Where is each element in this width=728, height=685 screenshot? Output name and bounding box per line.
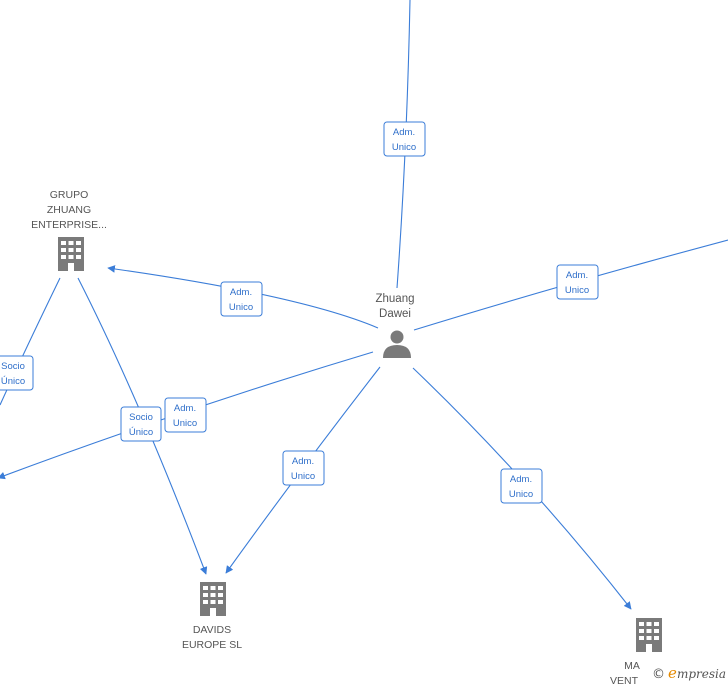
grupo-label-line-3: ENTERPRISE...: [31, 219, 107, 231]
edge-label-socio-mid: Socio Único: [120, 406, 162, 442]
svg-text:Unico: Unico: [509, 489, 533, 500]
company-node-grupo[interactable]: GRUPO ZHUANG ENTERPRISE...: [31, 189, 107, 271]
ma-label-line-1: MA: [624, 660, 640, 672]
davids-label-line-1: DAVIDS: [193, 624, 231, 636]
svg-text:Unico: Unico: [173, 418, 197, 429]
person-icon: [383, 330, 411, 358]
edge-label-top: Adm. Unico: [383, 121, 426, 157]
svg-text:Unico: Unico: [392, 142, 416, 153]
person-name-line-1: Zhuang: [375, 293, 414, 305]
edge-label-grupo: Adm. Unico: [220, 281, 263, 317]
brand-logo-text: mpresia: [676, 667, 726, 681]
edge-socio-left: [0, 277, 61, 406]
svg-text:Adm.: Adm.: [174, 403, 196, 414]
brand-logo-initial: e: [668, 664, 677, 682]
svg-text:Único: Único: [129, 427, 153, 438]
svg-text:Adm.: Adm.: [566, 270, 588, 281]
edge-label-ma: Adm. Unico: [500, 468, 543, 504]
watermark: ©empresia: [652, 664, 726, 682]
svg-text:Socio: Socio: [1, 361, 25, 372]
company-node-ma[interactable]: MA VENT: [610, 618, 662, 685]
svg-text:Unico: Unico: [565, 285, 589, 296]
edge-label-socio-left: Socio Único: [0, 355, 34, 391]
svg-text:Adm.: Adm.: [292, 456, 314, 467]
person-name-line-2: Dawei: [379, 308, 411, 320]
company-node-davids[interactable]: DAVIDS EUROPE SL: [182, 582, 242, 651]
grupo-label-line-1: GRUPO: [50, 189, 89, 201]
edge-label-davids: Adm. Unico: [282, 450, 325, 486]
building-icon: [200, 582, 226, 616]
svg-text:Unico: Unico: [291, 471, 315, 482]
svg-text:Unico: Unico: [229, 302, 253, 313]
edge-grupo: [107, 265, 379, 329]
person-node[interactable]: Zhuang Dawei: [375, 293, 415, 358]
grupo-label-line-2: ZHUANG: [47, 204, 91, 216]
ma-label-line-2: VENT: [610, 675, 639, 685]
building-icon: [58, 237, 84, 271]
davids-label-line-2: EUROPE SL: [182, 639, 242, 651]
svg-text:Socio: Socio: [129, 412, 153, 423]
edge-label-right: Adm. Unico: [556, 264, 599, 300]
building-icon: [636, 618, 662, 652]
svg-text:Adm.: Adm.: [230, 287, 252, 298]
svg-text:Único: Único: [1, 376, 25, 387]
edge-label-left: Adm. Unico: [164, 397, 207, 433]
svg-text:Adm.: Adm.: [510, 474, 532, 485]
svg-text:Adm.: Adm.: [393, 127, 415, 138]
copyright-symbol: ©: [652, 667, 666, 682]
